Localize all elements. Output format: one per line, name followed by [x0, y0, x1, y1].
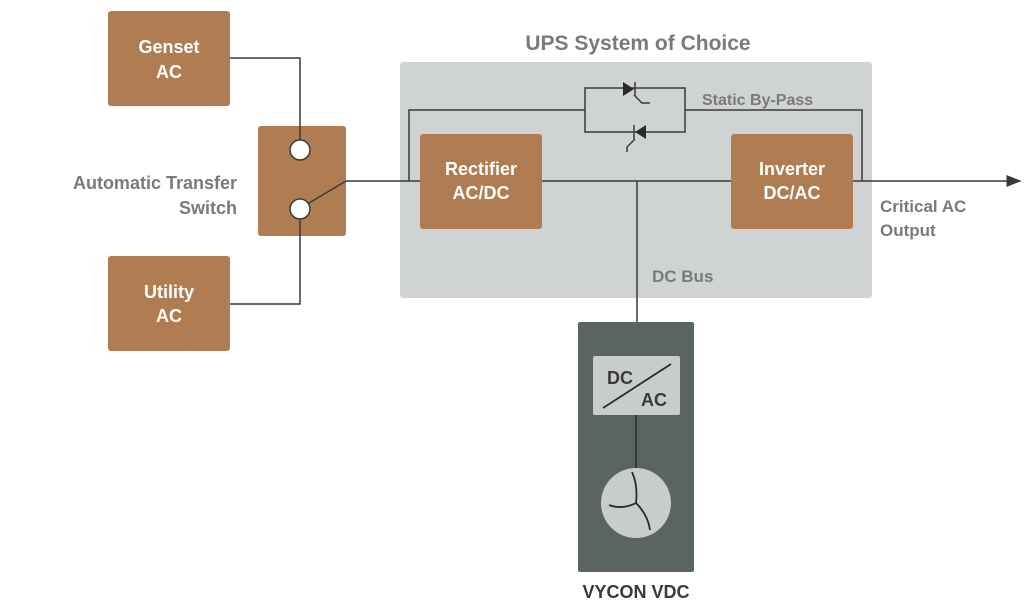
thyristor-bottom-gate [626, 138, 636, 152]
genset-wire [230, 57, 301, 140]
inverter-label-line2: DC/AC [764, 183, 821, 203]
dc-bus-label: DC Bus [652, 267, 713, 286]
ats-contact-bottom [289, 198, 311, 220]
converter-dc-label: DC [607, 368, 633, 388]
utility-label-line2: AC [156, 306, 182, 326]
converter-slash [602, 363, 672, 409]
thyristor-top-icon [623, 82, 634, 96]
ats-switch-blade [308, 180, 347, 204]
genset-box [108, 11, 230, 106]
flywheel-blade-2 [608, 502, 637, 508]
flywheel-blade-1 [631, 471, 638, 504]
ats-box [258, 126, 346, 236]
genset-label-line2: AC [156, 62, 182, 82]
rectifier-box [420, 134, 542, 229]
thyristor-top-gate [633, 94, 650, 104]
rectifier-label-line1: Rectifier [445, 159, 517, 179]
output-label-line1: Critical AC [880, 197, 966, 216]
ats-contact-top [289, 139, 311, 161]
bypass-wire-right [685, 109, 863, 181]
genset-label-line1: Genset [138, 37, 199, 57]
inverter-label-line1: Inverter [759, 159, 825, 179]
output-label-line2: Output [880, 221, 936, 240]
flywheel-blade-3 [635, 502, 651, 531]
utility-label-line1: Utility [144, 282, 194, 302]
utility-wire [230, 220, 301, 305]
utility-box [108, 256, 230, 351]
bypass-wire-left [408, 109, 585, 181]
converter-ac-label: AC [641, 390, 667, 410]
ats-label-line2: Switch [179, 198, 237, 218]
thyristor-bottom-icon [635, 125, 646, 139]
flywheel-label: VYCON VDC [582, 582, 689, 601]
ats-label-line1: Automatic Transfer [73, 173, 237, 193]
inverter-box [731, 134, 853, 229]
rectifier-label-line2: AC/DC [453, 183, 510, 203]
ups-system-panel [400, 62, 872, 298]
ups-system-title: UPS System of Choice [525, 32, 750, 55]
bypass-label: Static By-Pass [702, 92, 813, 109]
